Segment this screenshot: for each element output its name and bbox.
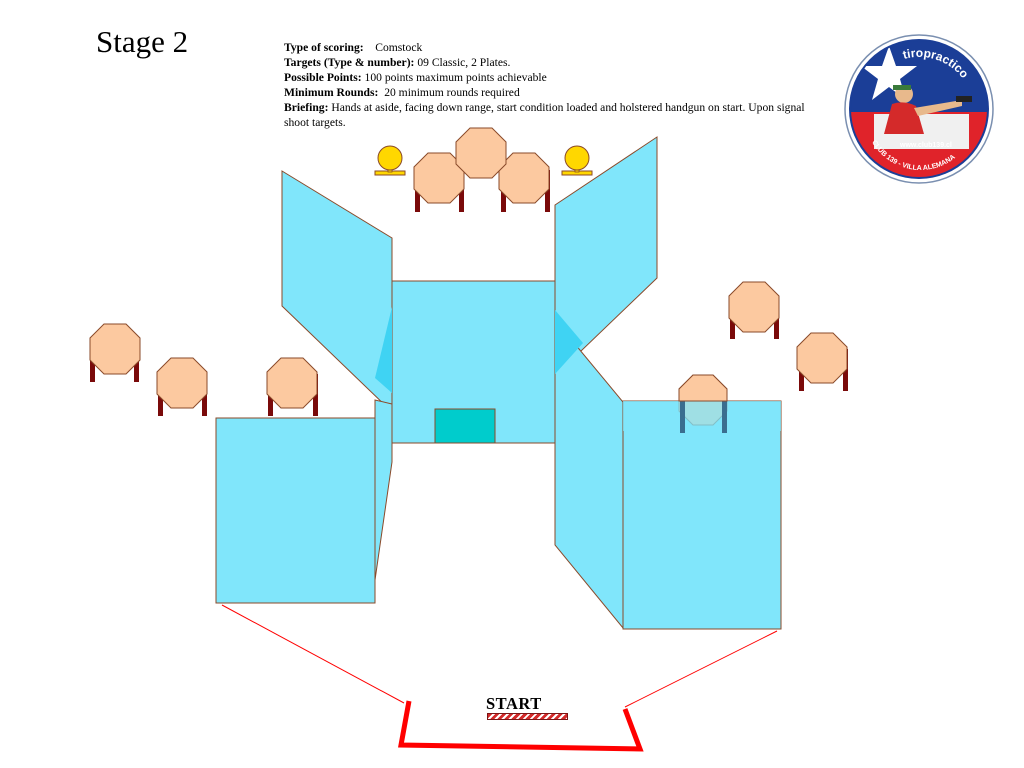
rounds-label: Minimum Rounds: [284,86,379,99]
stage-briefing: Type of scoring: Comstock Targets (Type … [284,40,829,130]
target-right-bottom [796,332,848,391]
steel-plate-left [374,145,406,176]
targets-label: Targets (Type & number): [284,56,415,69]
points-line: Possible Points: 100 points maximum poin… [284,70,829,85]
star-icon [861,46,917,100]
target-left-middle [156,357,208,416]
logo-url: www.club139.cl [899,142,952,149]
target-left-right [266,357,318,416]
wall-left-lower [374,399,393,581]
club-logo: tiropractico www.club139.cl CLUB 139 - V… [844,34,994,184]
fault-line-right [624,630,778,708]
scoring-value: Comstock [375,41,423,54]
briefing-label: Briefing: [284,101,329,114]
rounds-value: 20 minimum rounds required [384,86,520,99]
scoring-label: Type of scoring: [284,41,364,54]
rounds-line: Minimum Rounds: 20 minimum rounds requir… [284,85,829,100]
targets-value: 09 Classic, 2 Plates. [417,56,511,69]
wall-overlap-left [375,307,392,393]
target-right-top [728,281,780,339]
wall-right-lower [554,318,624,630]
start-label: START [486,694,542,713]
wall-left-front [215,417,376,604]
wall-right-front [622,400,782,630]
handgun-icon [956,96,972,102]
briefing-value: Hands at aside, facing down range, start… [284,101,805,129]
target-center-left [413,152,465,212]
briefing-line: Briefing: Hands at aside, facing down ra… [284,100,829,130]
scoring-line: Type of scoring: Comstock [284,40,829,55]
target-center-top [455,127,507,179]
target-behind-wall [623,374,781,433]
wall-overlap-right [555,310,583,374]
points-label: Possible Points: [284,71,362,84]
targets-line: Targets (Type & number): 09 Classic, 2 P… [284,55,829,70]
target-center-right [498,152,550,212]
steel-plate-right [561,145,593,176]
target-left-top [89,323,141,382]
start-box [398,700,644,752]
stage-title: Stage 2 [96,24,189,59]
barrel-prop [434,408,496,444]
fault-line-left [221,604,405,704]
start-marker-bar [487,713,568,720]
points-value: 100 points maximum points achievable [364,71,547,84]
